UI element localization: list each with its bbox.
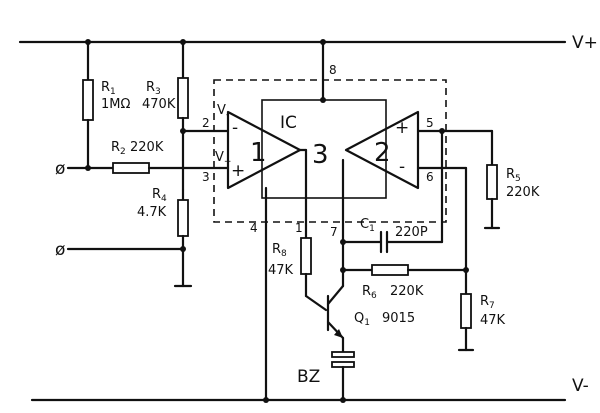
r4-value: 4.7K bbox=[137, 205, 167, 220]
svg-text:R6: R6 bbox=[362, 284, 377, 301]
r6-value: 220K bbox=[390, 284, 424, 299]
capacitor-c1: C1 220P bbox=[341, 217, 444, 254]
opamp-1-label: 1 bbox=[250, 138, 267, 168]
svg-text:R1: R1 bbox=[101, 80, 116, 97]
vplus-rail: V+ bbox=[18, 33, 598, 53]
vminus-label: V- bbox=[572, 376, 589, 396]
r8-value: 47K bbox=[268, 263, 294, 278]
transistor-q1: Q1 9015 bbox=[304, 268, 415, 340]
svg-text:V+: V+ bbox=[215, 150, 231, 167]
svg-text:2: 2 bbox=[202, 116, 210, 130]
q1-value: 9015 bbox=[382, 311, 415, 326]
svg-text:8: 8 bbox=[329, 63, 337, 77]
resistor-r4: R4 4.7K bbox=[137, 187, 189, 288]
svg-text:Q1: Q1 bbox=[354, 311, 370, 328]
junction-dot bbox=[180, 246, 186, 252]
junction-dot bbox=[180, 39, 186, 45]
resistor-r2: R2 220K bbox=[111, 140, 222, 174]
vminus-rail: V- bbox=[30, 376, 589, 402]
svg-text:7: 7 bbox=[330, 225, 338, 239]
ground-terminal-symbol: ø bbox=[55, 240, 65, 260]
svg-text:5: 5 bbox=[426, 116, 434, 130]
junction-dot bbox=[85, 165, 91, 171]
c1-value: 220P bbox=[395, 225, 428, 240]
opamp-2-label: 2 bbox=[374, 138, 391, 168]
ic-title: IC bbox=[280, 113, 297, 133]
svg-text:6: 6 bbox=[426, 170, 434, 184]
svg-text:R2: R2 bbox=[111, 140, 126, 157]
r2-value: 220K bbox=[130, 140, 164, 155]
svg-text:R7: R7 bbox=[480, 294, 495, 311]
resistor-r1: R1 1MΩ bbox=[82, 40, 130, 170]
vplus-label: V+ bbox=[572, 33, 598, 53]
svg-text:+: + bbox=[231, 161, 245, 181]
ground-terminal: ø bbox=[55, 240, 185, 260]
resistor-r6: R6 220K bbox=[341, 264, 468, 301]
svg-text:R4: R4 bbox=[152, 187, 167, 204]
pin8-wire: 8 bbox=[320, 39, 337, 103]
r5-value: 220K bbox=[506, 185, 540, 200]
buzzer-bz: BZ bbox=[297, 336, 355, 403]
input-terminal: ø bbox=[55, 159, 115, 179]
r7-value: 47K bbox=[480, 313, 506, 328]
junction-dot bbox=[340, 239, 346, 245]
svg-text:R5: R5 bbox=[506, 167, 521, 184]
opamp-3-label: 3 bbox=[312, 140, 329, 170]
svg-text:R8: R8 bbox=[272, 242, 287, 259]
svg-text:V-: V- bbox=[217, 103, 229, 120]
opamp-2: 2 + - 5 6 bbox=[344, 110, 434, 190]
svg-text:4: 4 bbox=[250, 221, 258, 235]
resistor-r7: R7 47K bbox=[457, 268, 506, 352]
r1-value: 1MΩ bbox=[101, 97, 130, 112]
r3-value: 470K bbox=[142, 97, 176, 112]
svg-text:1: 1 bbox=[295, 221, 303, 235]
svg-text:-: - bbox=[399, 157, 405, 177]
svg-text:-: - bbox=[232, 118, 238, 138]
svg-text:3: 3 bbox=[202, 170, 210, 184]
ic-outline: IC bbox=[213, 79, 447, 223]
pin4-wire: 4 bbox=[250, 186, 269, 403]
junction-dot bbox=[85, 39, 91, 45]
svg-text:C1: C1 bbox=[360, 217, 375, 234]
junction-dot bbox=[180, 128, 186, 134]
svg-text:+: + bbox=[395, 118, 409, 138]
svg-text:R3: R3 bbox=[146, 80, 161, 97]
opamp-1: 1 - + 2 3 V- V+ bbox=[202, 103, 302, 190]
input-terminal-symbol: ø bbox=[55, 159, 65, 179]
resistor-r8: R8 47K bbox=[268, 237, 312, 298]
bz-label: BZ bbox=[297, 367, 320, 387]
resistor-r5: R5 220K bbox=[483, 129, 540, 230]
